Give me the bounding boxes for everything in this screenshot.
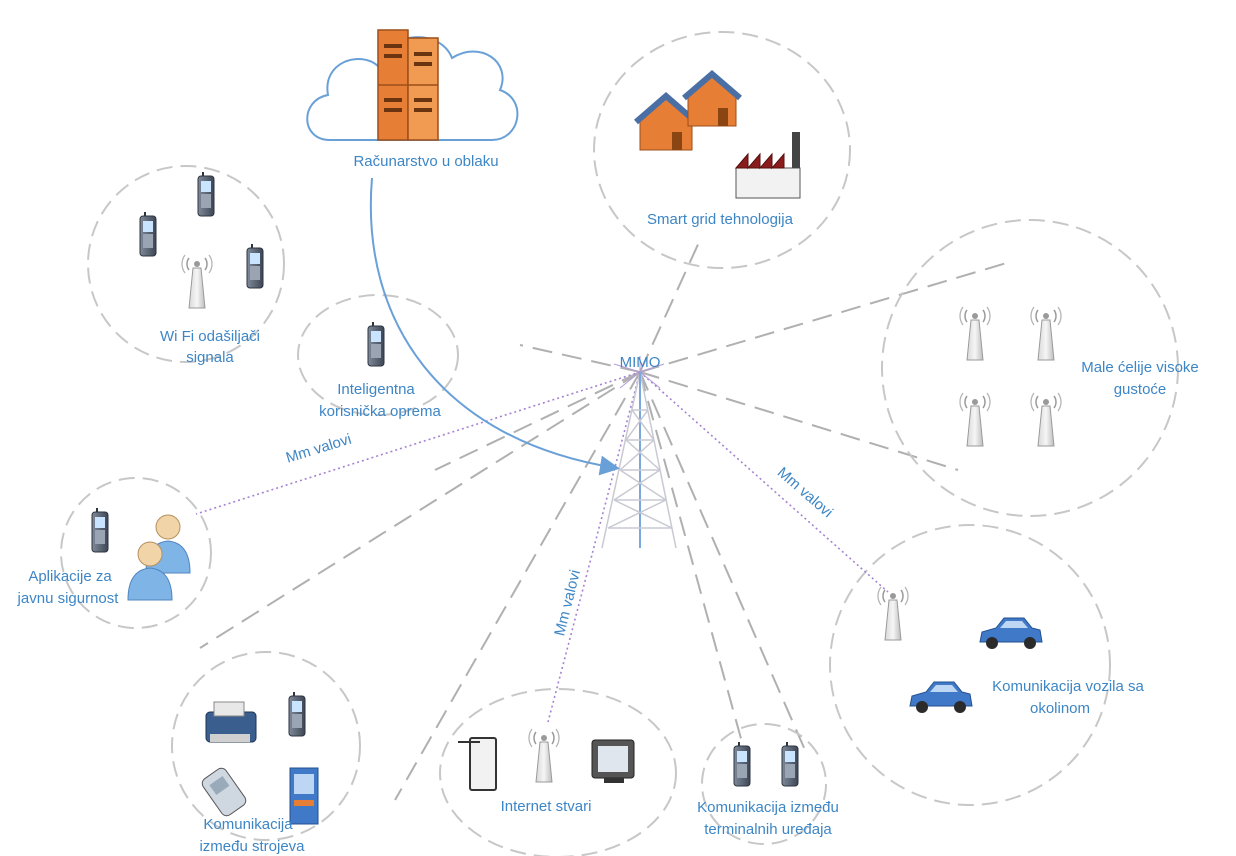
phone-icon	[91, 507, 109, 553]
d2d-circle	[701, 723, 827, 845]
smart-grid-label: Smart grid tehnologija	[647, 211, 794, 228]
spoke-m2m-top	[199, 371, 641, 649]
phone-icon	[781, 741, 799, 787]
mm-wave-links	[195, 371, 889, 723]
fax-icon	[205, 701, 257, 743]
cloud-link-arrow	[369, 177, 620, 476]
cluster-circles	[60, 31, 1179, 856]
mm-link-iot	[547, 371, 641, 723]
d2d-label-line1: Komunikacija između	[697, 799, 839, 816]
d2d-label-line2: terminalnih uređaja	[704, 821, 832, 838]
antenna-icon	[959, 392, 991, 447]
public-safety-label-line1: Aplikacije za	[28, 568, 112, 585]
m2m-label-line2: između strojeva	[199, 838, 305, 855]
spoke-small-cells-top	[639, 261, 1011, 373]
antenna-icon	[528, 728, 560, 783]
phone-icon	[139, 211, 157, 257]
factory-icon	[734, 132, 801, 199]
antenna-icon	[1030, 392, 1062, 447]
spoke-intelligent	[434, 371, 641, 471]
phone-icon	[733, 741, 751, 787]
iot-label: Internet stvari	[501, 798, 592, 815]
wifi-label-line2: signala	[186, 349, 234, 366]
cell-tower-icon	[601, 371, 677, 549]
monitor-icon	[591, 739, 635, 783]
house-icon	[682, 70, 742, 127]
car-icon	[979, 617, 1043, 650]
smart-grid-circle	[593, 31, 851, 269]
iot-circle	[439, 688, 677, 856]
tablet-icon	[458, 737, 497, 791]
public-safety-circle	[60, 477, 212, 629]
spoke-smart-grid	[639, 239, 701, 373]
small-cells-label-line1: Male ćelije visoke	[1081, 359, 1199, 376]
spoke-d2d-right	[639, 371, 806, 751]
vehicles-circle	[829, 524, 1111, 806]
intelligent-label-line2: korisnička oprema	[319, 403, 441, 420]
vehicles-label-line2: okolinom	[1030, 700, 1090, 717]
small-cells-circle	[881, 219, 1179, 517]
antenna-icon	[181, 254, 213, 309]
vehicles-label-line1: Komunikacija vozila sa	[992, 678, 1144, 695]
mm-link-public-safety	[195, 371, 641, 515]
antenna-icon	[877, 586, 909, 641]
mm-waves-label-right: Mm valovi	[774, 464, 836, 521]
flip-phone-icon	[201, 767, 247, 817]
spoke-m2m-bottom	[394, 371, 641, 801]
phone-icon	[246, 243, 264, 289]
wifi-circle	[87, 165, 285, 363]
spoke-small-cells-bottom	[639, 371, 959, 471]
antenna-icon	[1030, 306, 1062, 361]
vending-machine-icon	[289, 767, 319, 825]
antenna-icon	[959, 306, 991, 361]
spoke-wifi	[519, 344, 641, 373]
mimo-label: MIMO	[620, 354, 661, 371]
phone-icon	[367, 321, 385, 367]
spoke-lines	[199, 239, 1011, 801]
mm-waves-label-left: Mm valovi	[284, 431, 354, 467]
phone-icon	[197, 171, 215, 217]
m2m-circle	[171, 651, 361, 841]
m2m-label-line1: Komunikacija	[203, 816, 293, 833]
house-icon	[634, 92, 698, 151]
wifi-label-line1: Wi Fi odašiljači	[160, 328, 260, 345]
intelligent-circle	[297, 294, 459, 416]
public-safety-label-line2: javnu sigurnost	[17, 590, 120, 607]
car-icon	[909, 681, 973, 714]
small-cells-label-line2: gustoće	[1114, 381, 1167, 398]
server-rack-icon	[377, 29, 439, 141]
mm-waves-label-bottom: Mm valovi	[551, 568, 584, 638]
cloud-label: Računarstvo u oblaku	[353, 153, 498, 170]
mm-link-vehicles	[639, 371, 889, 593]
intelligent-label-line1: Inteligentna	[337, 381, 415, 398]
phone-icon	[288, 691, 306, 737]
mimo-rays	[613, 356, 665, 389]
spoke-d2d-left	[639, 371, 749, 765]
